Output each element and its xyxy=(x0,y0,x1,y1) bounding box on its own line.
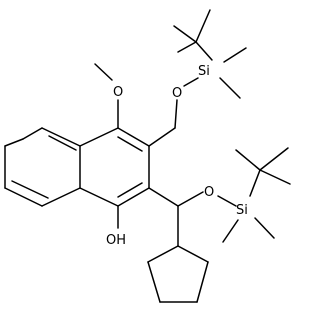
naphthalene-right-ring xyxy=(79,127,150,207)
top-silyl-ether-chain xyxy=(148,77,199,147)
molecule-drawing: O O Si O Si OH xyxy=(4,9,291,303)
middle-silicon-label: Si xyxy=(236,203,248,218)
cyclopentyl-ring xyxy=(147,205,209,303)
hydroxyl-label: OH xyxy=(106,233,126,248)
top-silicon-label: Si xyxy=(198,64,210,79)
top-ether-oxygen-label: O xyxy=(172,86,182,101)
top-silicon-substituents xyxy=(173,9,247,99)
naphthalene-left-ring xyxy=(4,127,81,207)
methoxy-oxygen-label: O xyxy=(113,85,123,100)
chemical-structure-diagram: O O Si O Si OH xyxy=(4,9,291,303)
middle-ether-oxygen-label: O xyxy=(204,185,214,200)
methoxy-group xyxy=(94,63,119,129)
middle-silicon-substituents xyxy=(222,147,291,243)
middle-silyl-ether-chain xyxy=(148,187,237,207)
